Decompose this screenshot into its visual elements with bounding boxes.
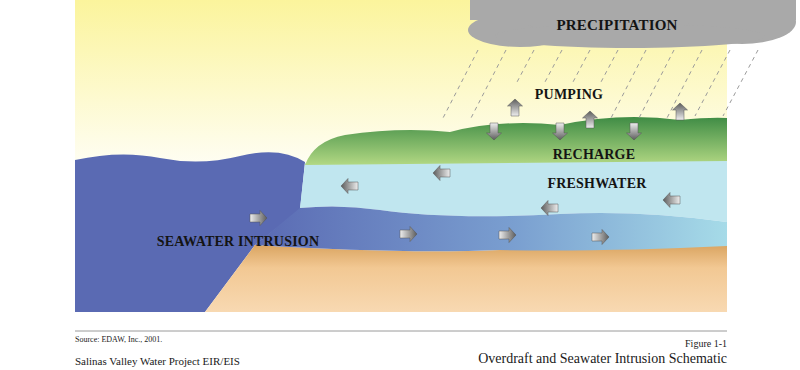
rain-line [471, 50, 506, 118]
freshwater-arrow [541, 201, 558, 216]
footer-note: Source: EDAW, Inc., 2001. [75, 336, 162, 344]
freshwater-arrow [341, 179, 358, 194]
seawater-arrow [400, 227, 417, 242]
pumping-arrow [583, 111, 598, 128]
recharge-arrow [487, 123, 502, 140]
region-label: PUMPING [535, 88, 603, 102]
rain-line [723, 50, 758, 116]
figure-title: Overdraft and Seawater Intrusion Schemat… [478, 352, 727, 366]
rain-line [601, 50, 618, 82]
region-label: FRESHWATER [548, 177, 647, 191]
footer-rule [75, 331, 727, 332]
flow-arrows [250, 99, 688, 245]
rain-line [516, 50, 534, 84]
labelled-region: SEAWATER INTRUSION [150, 232, 340, 254]
cloud [468, 0, 796, 48]
labelled-region: FRESHWATER [540, 172, 660, 198]
rain-line [639, 50, 674, 118]
seawater-arrow [499, 228, 516, 243]
pumping-arrow [673, 103, 688, 120]
rain-line [611, 50, 646, 118]
rain-line [573, 50, 590, 82]
bedrock-layer [205, 244, 727, 312]
rain-lines [443, 50, 758, 118]
seawater-arrow [592, 230, 609, 245]
region-label: SEAWATER INTRUSION [157, 235, 319, 249]
labelled-region: PUMPING RECHARGE [500, 82, 670, 164]
seawater-wedge [255, 206, 727, 251]
freshwater-arrow [433, 166, 450, 181]
rain-line [443, 50, 478, 118]
footer-note: Salinas Valley Water Project EIR/EIS [75, 356, 240, 367]
pumping-arrow [508, 99, 523, 116]
footer-note: Figure 1-1 [685, 339, 727, 349]
labelled-region: PRECIPITATION [520, 8, 720, 40]
land-surface [305, 117, 727, 165]
region-label: PRECIPITATION [556, 18, 677, 33]
rain-line [695, 50, 730, 116]
rain-line [545, 50, 562, 82]
region-label: RECHARGE [553, 148, 636, 162]
seawater-arrow [250, 211, 267, 226]
recharge-arrow [553, 123, 568, 140]
recharge-arrow [627, 123, 642, 140]
freshwater-arrow [663, 193, 680, 208]
